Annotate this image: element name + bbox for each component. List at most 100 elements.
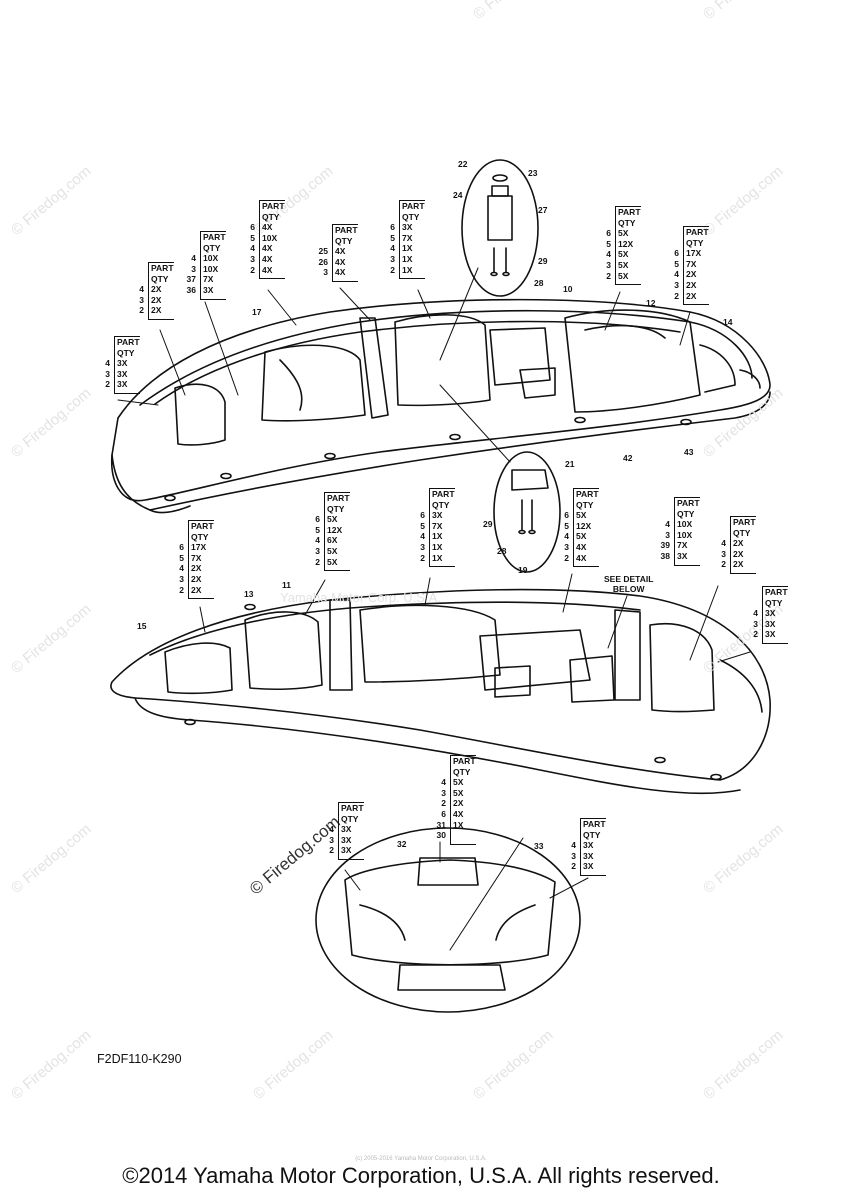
part-number: 25 xyxy=(318,246,328,257)
callout: 28 xyxy=(534,278,544,288)
qty-table-bottom xyxy=(114,389,140,394)
qty-table-bottom xyxy=(148,315,174,320)
part-number: 6 xyxy=(315,514,320,525)
quantity: 17X xyxy=(188,542,211,553)
callout: 10 xyxy=(563,284,573,294)
quantity: 4X xyxy=(332,267,355,278)
detail-ellipse-bottom xyxy=(315,827,581,1013)
qty-table-bottom xyxy=(730,569,756,574)
part-number: 4 xyxy=(753,608,758,619)
qty-row: 5 7X xyxy=(665,258,709,270)
quantity: 7X xyxy=(429,520,452,532)
quantity: 3X xyxy=(674,550,697,562)
header-cell: PART xyxy=(583,819,606,829)
qty-table-bottom xyxy=(324,567,350,572)
quantity: 2X xyxy=(730,559,753,570)
quantity: 3X xyxy=(580,840,603,851)
header-cell: PART xyxy=(191,521,214,531)
part-number: 3 xyxy=(390,253,395,264)
part-number: 3 xyxy=(315,545,320,556)
part-number: 3 xyxy=(564,541,569,552)
quantity: 1X xyxy=(399,243,422,254)
quantity: 4X xyxy=(332,256,355,268)
quantity: 7X xyxy=(683,258,706,270)
part-number: 2 xyxy=(250,264,255,275)
quantity: 1X xyxy=(429,531,452,542)
quantity: 5X xyxy=(450,787,473,799)
callout: 27 xyxy=(538,205,548,215)
part-number: 6 xyxy=(390,222,395,233)
header-cell: PART xyxy=(402,201,425,211)
qty-table-bottom xyxy=(399,275,425,280)
quantity: 7X xyxy=(399,232,422,244)
part-number: 2 xyxy=(139,305,144,316)
quantity: 5X xyxy=(615,228,638,239)
quantity xyxy=(450,830,473,841)
header-cell: PART xyxy=(686,227,709,237)
part-number: 5 xyxy=(390,232,395,243)
callout: 28 xyxy=(497,546,507,556)
quantity: 17X xyxy=(683,248,706,259)
part-number: 4 xyxy=(329,824,334,835)
part-number: 2 xyxy=(441,798,446,809)
header-cell: PART xyxy=(576,489,599,499)
qty-table-bottom xyxy=(683,301,709,306)
callout: 21 xyxy=(565,459,575,469)
part-number: 39 xyxy=(660,540,670,551)
quantity: 3X xyxy=(200,284,223,296)
quantity: 4X xyxy=(259,243,282,254)
callout: 42 xyxy=(623,453,633,463)
quantity: 5X xyxy=(615,259,638,271)
quantity: 4X xyxy=(450,808,473,820)
part-number: 5 xyxy=(179,552,184,563)
quantity: 12X xyxy=(573,520,596,532)
header-cell: PART xyxy=(432,489,455,499)
quantity: 4X xyxy=(332,246,355,257)
quantity: 5X xyxy=(450,777,473,788)
part-number: 6 xyxy=(179,542,184,553)
part-number: 2 xyxy=(753,629,758,640)
quantity: 10X xyxy=(259,232,282,244)
part-number: 4 xyxy=(606,249,611,260)
header-cell: QTY xyxy=(117,347,135,358)
callout: 33 xyxy=(534,841,544,851)
part-number: 5 xyxy=(674,258,679,269)
part-number: 3 xyxy=(179,573,184,584)
part-number: 31 xyxy=(436,819,446,830)
part-number: 30 xyxy=(436,830,446,841)
quantity: 6X xyxy=(324,535,347,546)
quantity: 7X xyxy=(200,274,223,285)
